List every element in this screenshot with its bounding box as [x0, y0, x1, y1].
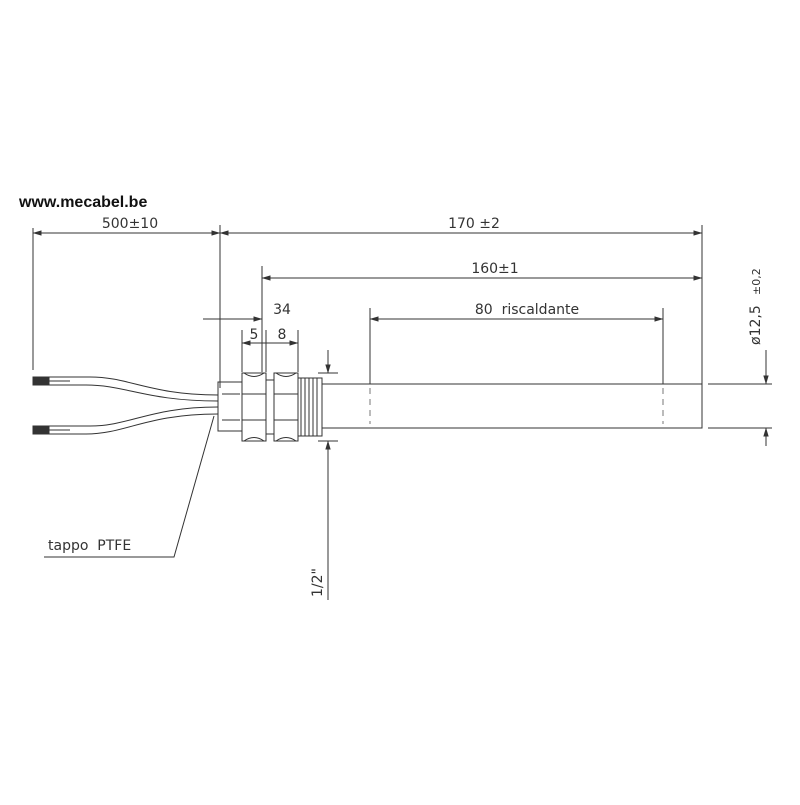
heater-body — [321, 383, 703, 429]
dim-label-wire-length: 500±10 — [102, 216, 158, 232]
dim-label-nut-width: 8 — [278, 327, 287, 343]
dim-label-body-length: 160±1 — [471, 261, 518, 277]
ptfe-cap-label: tappo PTFE — [48, 538, 131, 554]
dim-label-thread: 1/2" — [310, 568, 326, 597]
threaded-fitting — [217, 372, 323, 442]
dim-label-diameter: ø12,5 ±0,2 — [748, 268, 764, 345]
lead-wires — [32, 376, 219, 435]
dim-label-thread-size: 1/2" — [310, 568, 326, 597]
dim-label-hex-width: 5 — [250, 327, 259, 343]
website-url: www.mecabel.be — [19, 194, 148, 211]
ptfe-leader — [44, 415, 215, 558]
dim-label-thread-offset: 34 — [273, 302, 291, 318]
dim-label-heating-zone: 80 riscaldante — [475, 302, 579, 318]
dim-label-diameter-tol: ±0,2 — [750, 268, 763, 295]
extension-lines — [32, 225, 772, 442]
dim-label-diameter-main: ø12,5 — [748, 305, 764, 345]
dim-label-total-length: 170 ±2 — [448, 216, 500, 232]
dimension-lines — [32, 230, 769, 600]
